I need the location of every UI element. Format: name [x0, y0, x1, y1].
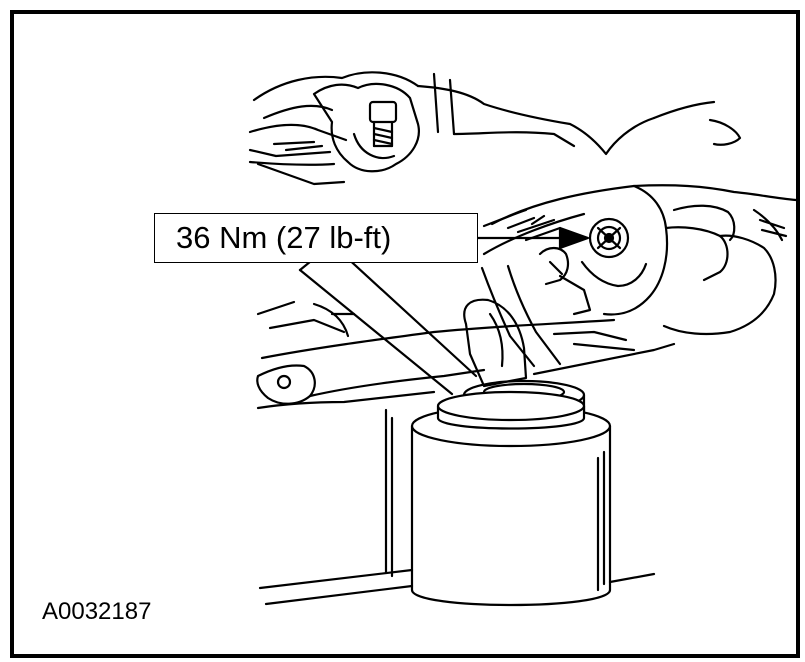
right-casting — [482, 184, 796, 336]
technical-line-drawing — [248, 71, 796, 607]
upper-bolt-stud — [368, 100, 398, 148]
upper-mount-bracket — [248, 71, 742, 186]
hanger-rod — [384, 408, 394, 578]
lower-plate — [256, 300, 676, 410]
figure-id-label: A0032187 — [42, 598, 152, 625]
adapter-joint — [463, 298, 528, 388]
torque-callout-text: 36 Nm (27 lb-ft) — [176, 220, 392, 255]
ground-lines — [258, 568, 656, 606]
illustration-frame: 36 Nm (27 lb-ft) A0032187 — [10, 10, 800, 658]
torque-callout-box: 36 Nm (27 lb-ft) — [154, 213, 478, 263]
torque-bolt — [588, 217, 630, 259]
support-cylinder — [410, 390, 612, 607]
callout-leader — [476, 208, 590, 250]
